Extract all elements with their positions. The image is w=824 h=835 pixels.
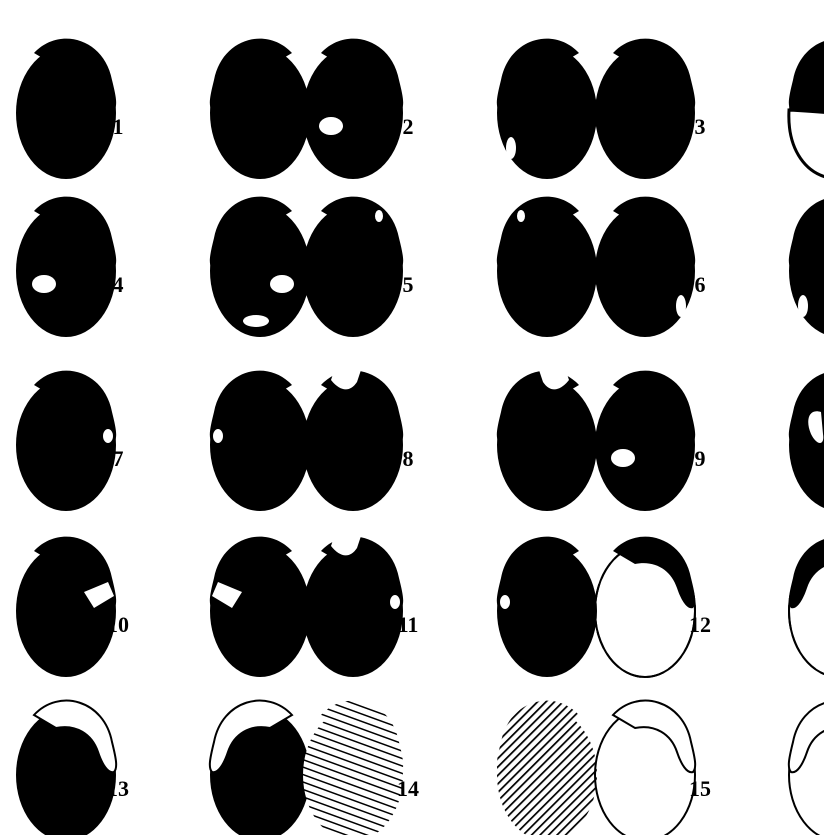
panel-number: 15 <box>689 776 711 801</box>
right-lobe <box>789 197 824 337</box>
lobe-horn <box>789 701 824 773</box>
left-lobe <box>595 39 695 179</box>
left-lobe <box>16 701 116 835</box>
panel-number: 5 <box>403 272 414 297</box>
white-spot <box>319 117 343 135</box>
left-lobe <box>595 701 695 835</box>
lobe-horn <box>613 701 695 773</box>
panel-1: 1 <box>16 39 310 179</box>
right-lobe <box>497 197 597 337</box>
left-lobe <box>595 197 695 337</box>
panel-number: 6 <box>695 272 706 297</box>
lobe-horn <box>613 537 695 609</box>
left-lobe <box>16 371 116 511</box>
panel-6: 6 <box>595 197 824 337</box>
right-lobe <box>210 197 310 337</box>
panel-11: 11 <box>303 534 597 677</box>
panel-8: 8 <box>303 368 597 511</box>
panel-10: 10 <box>16 537 310 677</box>
left-lobe <box>595 537 695 677</box>
white-horn-tip <box>499 594 511 610</box>
panel-number: 4 <box>113 272 124 297</box>
panel-number: 14 <box>397 776 419 801</box>
left-lobe <box>16 197 116 337</box>
left-lobe <box>16 39 116 179</box>
right-lobe <box>210 371 310 511</box>
right-lobe <box>210 537 310 677</box>
left-lobe <box>303 197 403 337</box>
panel-4: 4 <box>16 197 310 337</box>
panel-number: 11 <box>398 612 419 637</box>
right-lobe <box>789 701 824 835</box>
left-lobe <box>595 371 695 511</box>
panel-number: 2 <box>403 114 414 139</box>
panel-2: 2 <box>303 39 597 179</box>
right-lobe <box>497 537 597 677</box>
white-notch <box>517 210 525 222</box>
panel-3: 3 <box>595 39 824 179</box>
panel-number: 9 <box>695 446 706 471</box>
panel-number: 3 <box>695 114 706 139</box>
right-lobe <box>497 701 597 835</box>
white-horn-tip <box>212 428 224 444</box>
panel-15: 15 <box>595 701 824 835</box>
white-spot <box>32 275 56 293</box>
white-horn-tip <box>389 594 401 610</box>
white-spot <box>611 449 635 467</box>
lobe-horn <box>789 537 824 609</box>
left-lobe <box>303 368 403 511</box>
left-lobe <box>303 39 403 179</box>
panel-13: 13 <box>16 701 310 835</box>
panel-7: 7 <box>16 371 310 511</box>
white-region <box>789 110 824 179</box>
white-notch <box>375 210 383 222</box>
panel-number: 8 <box>403 446 414 471</box>
panel-5: 5 <box>303 197 597 337</box>
panel-14: 14 <box>303 701 597 835</box>
left-lobe <box>303 534 403 677</box>
panel-12: 12 <box>595 537 824 677</box>
panel-number: 10 <box>107 612 129 637</box>
white-spot <box>506 137 516 159</box>
dashed-outline <box>595 545 695 677</box>
right-lobe <box>789 537 824 677</box>
left-lobe <box>303 701 403 835</box>
panel-number: 1 <box>113 114 124 139</box>
right-lobe <box>789 371 824 511</box>
left-lobe <box>16 537 116 677</box>
right-lobe <box>210 39 310 179</box>
white-spot <box>243 315 269 327</box>
panel-number: 13 <box>107 776 129 801</box>
white-horn-tip <box>102 428 114 444</box>
right-lobe <box>789 39 824 179</box>
white-spot <box>798 295 808 317</box>
panel-number: 12 <box>689 612 711 637</box>
panel-9: 9 <box>595 371 824 511</box>
panel-number: 7 <box>113 446 124 471</box>
white-spot <box>270 275 294 293</box>
right-lobe <box>210 701 310 835</box>
white-spot <box>676 295 686 317</box>
right-lobe <box>497 368 597 511</box>
right-lobe <box>497 39 597 179</box>
